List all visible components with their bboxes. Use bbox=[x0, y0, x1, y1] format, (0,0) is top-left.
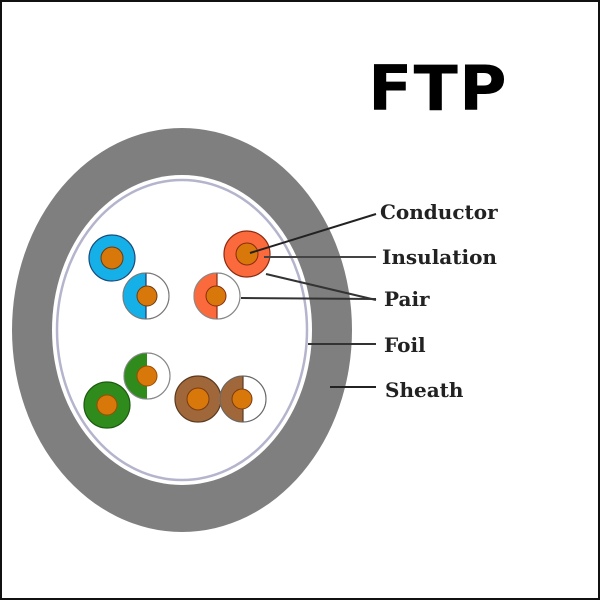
orange-wire-striped bbox=[193, 272, 241, 320]
label-sheath: Sheath bbox=[385, 378, 464, 402]
green-pair bbox=[83, 352, 171, 429]
label-foil: Foil bbox=[384, 333, 426, 357]
blue-wire-solid bbox=[88, 234, 136, 282]
orange-pair bbox=[193, 230, 271, 320]
brown-wire-solid bbox=[174, 375, 222, 423]
green-wire-striped bbox=[123, 352, 171, 400]
green-wire-solid bbox=[83, 381, 131, 429]
pair-leader-line-1 bbox=[265, 273, 377, 301]
conductor-leader-line bbox=[249, 213, 377, 254]
label-pair: Pair bbox=[384, 287, 430, 311]
diagram-title: FTP bbox=[368, 52, 508, 125]
label-conductor: Conductor bbox=[380, 200, 498, 224]
inner-space bbox=[52, 175, 312, 485]
blue-pair bbox=[88, 234, 170, 320]
brown-pair bbox=[174, 375, 267, 423]
blue-wire-striped bbox=[122, 272, 170, 320]
pair-leader-line-2 bbox=[240, 297, 377, 300]
label-insulation: Insulation bbox=[382, 245, 497, 269]
brown-wire-striped bbox=[219, 375, 267, 423]
foil-ring bbox=[55, 178, 309, 482]
orange-wire-solid bbox=[223, 230, 271, 278]
